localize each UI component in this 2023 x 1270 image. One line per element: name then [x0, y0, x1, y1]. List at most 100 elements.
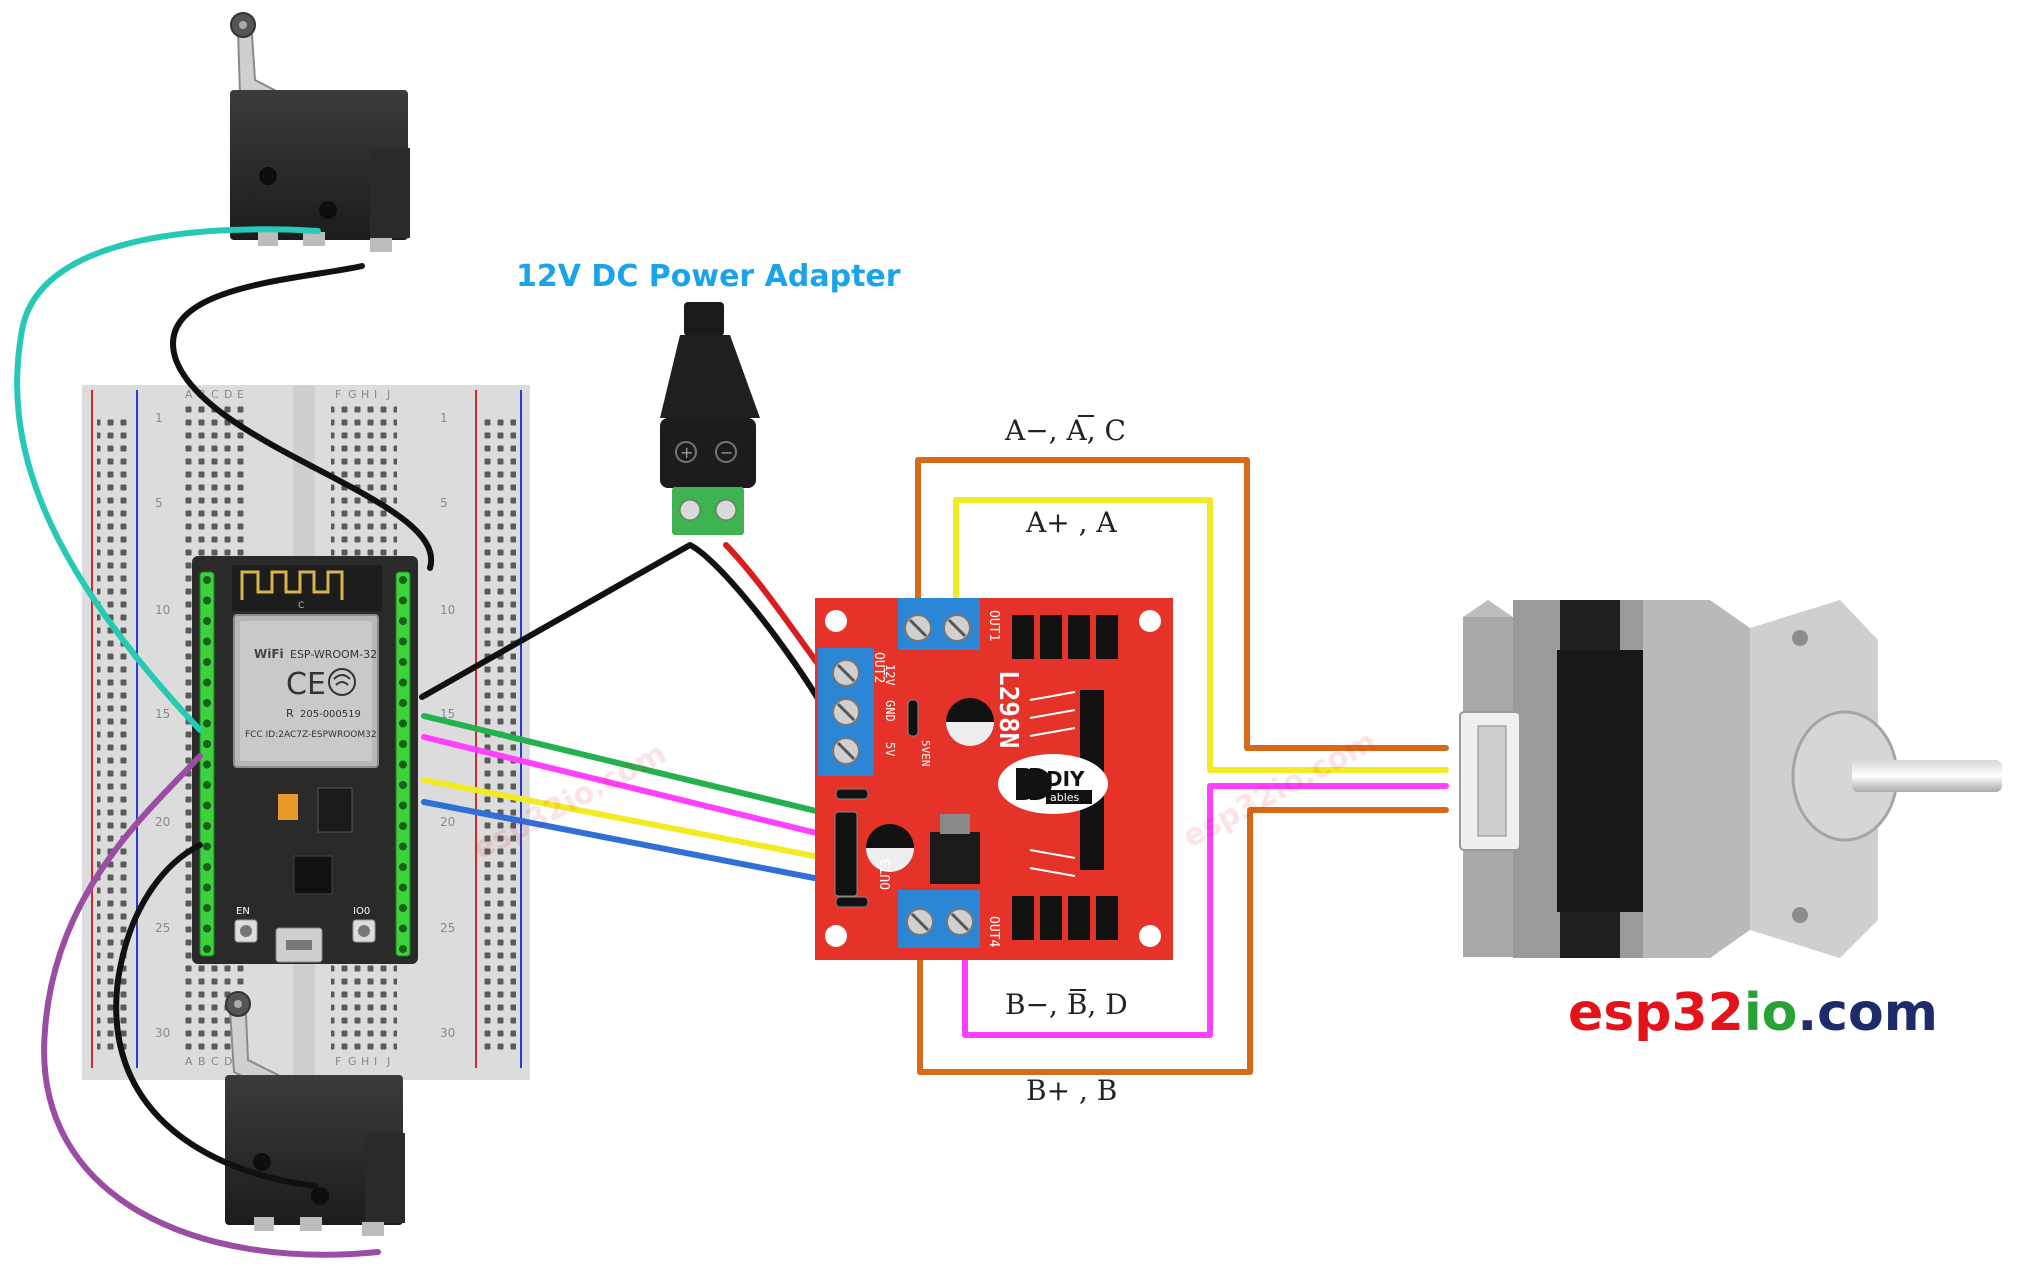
- limit-switch-top: [230, 12, 410, 252]
- cert-code: 205-000519: [300, 709, 361, 720]
- esp32-pin: [203, 719, 211, 728]
- col-letter-j: J: [386, 388, 390, 401]
- esp32-pin: [203, 822, 211, 830]
- r-mark: R: [286, 707, 294, 720]
- control-pin-header: [834, 811, 858, 897]
- col-letter-g-bottom: G: [348, 1055, 357, 1068]
- esp32-pin: [203, 596, 211, 605]
- module-label: ESP-WROOM-32: [290, 648, 377, 661]
- col-letter-h: H: [361, 388, 369, 401]
- col-letter-c-bottom: C: [211, 1055, 219, 1068]
- wires: [14, 226, 1449, 1258]
- diode-6: [1040, 896, 1062, 940]
- wire-green-ena: [421, 713, 848, 821]
- esp32-pin: [203, 904, 211, 912]
- wire-black-top-switch: [170, 263, 435, 571]
- row-number-20-right: 20: [440, 815, 455, 829]
- row-number-5: 5: [155, 496, 163, 510]
- pcb-letter: C: [298, 601, 304, 611]
- wire-blue-in3: [421, 799, 848, 887]
- esp32-pin: [203, 658, 211, 666]
- esp32-pin: [399, 801, 407, 810]
- row-number-15-right: 15: [440, 707, 455, 721]
- col-letter-d-bottom: D: [224, 1055, 232, 1068]
- col-letter-h-bottom: H: [361, 1055, 369, 1068]
- 5v-jumper[interactable]: [907, 699, 919, 737]
- diode-5: [1012, 896, 1034, 940]
- coil-label-a-plus: A+ , A: [1025, 506, 1117, 539]
- svg-text:−: −: [720, 443, 733, 462]
- jack-screw-terminal: [672, 487, 744, 535]
- esp32-pin: [203, 863, 211, 871]
- fcc-id: FCC ID:2AC7Z-ESPWROOM32: [245, 730, 377, 740]
- esp32-pin: [399, 617, 407, 625]
- wire-magenta-in1: [421, 734, 848, 843]
- brand-32: 32: [1671, 983, 1743, 1043]
- out4-label: OUT4: [986, 916, 1001, 947]
- esp32-pin: [399, 945, 407, 953]
- wifi-mark: WiFi: [254, 647, 284, 661]
- esp32-pin: [203, 740, 211, 748]
- diode-7: [1068, 896, 1090, 940]
- esp32-pin: [399, 658, 407, 666]
- esp32-pin: [203, 945, 211, 953]
- en-button-label: EN: [236, 906, 250, 917]
- esp32-pin: [399, 822, 407, 830]
- esp32-pin: [203, 760, 211, 769]
- esp32-pin: [399, 863, 407, 871]
- ce-mark: CE: [286, 667, 326, 702]
- wire-cyan: [14, 226, 321, 733]
- power-adapter-title: 12V DC Power Adapter: [516, 259, 901, 294]
- esp32-pin: [399, 781, 407, 789]
- dc-power-jack: + −: [660, 302, 760, 535]
- col-letter-j-bottom: J: [386, 1055, 390, 1068]
- motor-front-plate: [1643, 600, 1750, 958]
- esp32-pin: [399, 637, 407, 646]
- coil-label-b-plus: B+ , B: [1026, 1074, 1117, 1107]
- wire-black-bottom-switch: [113, 842, 318, 1189]
- stepper-motor: [1459, 600, 2002, 958]
- wire-purple: [41, 753, 381, 1258]
- motor-shaft: [1852, 760, 2002, 792]
- diode-4: [1096, 615, 1118, 659]
- row-number-25: 25: [155, 921, 170, 935]
- wire-yellow-in2: [421, 777, 848, 865]
- chip-label: L298N: [993, 670, 1023, 748]
- wire-red-12v: [723, 542, 829, 678]
- ena-jumper[interactable]: [835, 788, 869, 800]
- row-number-30: 30: [155, 1026, 170, 1040]
- row-number-10-right: 10: [440, 603, 455, 617]
- io0-button-label: IO0: [353, 906, 370, 917]
- row-number-30-right: 30: [440, 1026, 455, 1040]
- voltage-regulator-78m05: [930, 832, 980, 884]
- wire-magenta-b-minus: [962, 783, 1449, 1038]
- diyables-logo: DIY ables: [998, 754, 1108, 814]
- esp32-pin: [399, 699, 407, 707]
- esp32-pin: [203, 842, 211, 851]
- v5-label: 5V: [883, 742, 897, 756]
- logo-main: DIY: [1046, 767, 1085, 791]
- row-number-20: 20: [155, 815, 170, 829]
- col-letter-i-bottom: I: [374, 1055, 377, 1068]
- site-branding: esp32io.com: [1568, 983, 1938, 1043]
- v12-label: 12V: [883, 664, 897, 686]
- diode-2: [1040, 615, 1062, 659]
- capacitor-orange: [278, 794, 298, 820]
- wire-orange-a-minus: [915, 457, 1449, 751]
- brand-io: io: [1744, 983, 1798, 1043]
- wire-yellow-a-plus: [953, 497, 1449, 773]
- voltage-regulator: [317, 787, 353, 833]
- esp32-pin: [203, 883, 211, 892]
- col-letter-i: I: [374, 388, 377, 401]
- svg-text:+: +: [680, 443, 693, 462]
- enb-jumper[interactable]: [835, 896, 869, 908]
- wire-orange-b-plus: [917, 807, 1449, 1075]
- jack-body: [660, 418, 756, 488]
- row-number-1: 1: [155, 411, 163, 425]
- esp32-pin: [203, 699, 211, 707]
- esp32-pin: [399, 842, 407, 851]
- out1-label: OUT1: [986, 610, 1001, 641]
- esp32-pin: [203, 801, 211, 810]
- wire-black-gnd: [419, 542, 829, 715]
